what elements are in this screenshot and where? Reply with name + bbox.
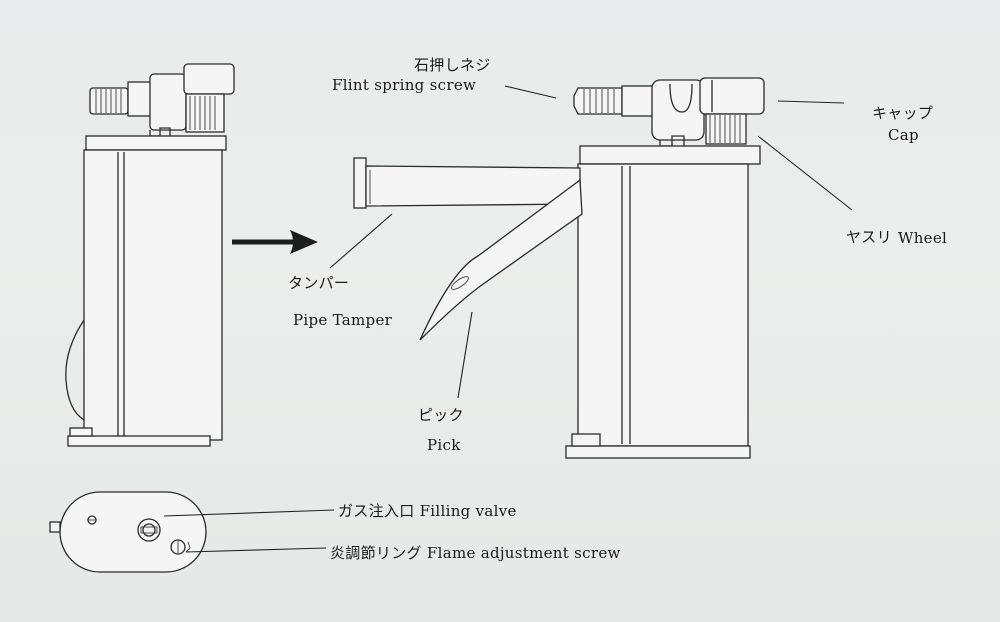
wheel-label-jp: ヤスリ xyxy=(846,228,892,246)
flame-adjust-label-en: Flame adjustment screw xyxy=(426,544,621,562)
lighter-bottom-view xyxy=(49,491,207,573)
lighter-open-drawing xyxy=(353,77,765,459)
flame-adjust-label-jp: 炎調節リング xyxy=(330,544,422,562)
filling-valve-label-jp: ガス注入口 xyxy=(338,502,415,520)
pick-label: Pick xyxy=(427,436,461,454)
wheel-label: Wheel xyxy=(898,229,948,247)
filling-valve-label-en: Filling valve xyxy=(419,502,517,520)
cap-label: Cap xyxy=(888,126,919,144)
pick-label-jp: ピック xyxy=(418,406,464,424)
pipe-tamper-label: Pipe Tamper xyxy=(293,311,393,329)
pipe-tamper-label-jp: タンパー xyxy=(288,274,350,292)
arrow-right-icon xyxy=(232,230,318,254)
flame-adjust-label: 炎調節リング Flame adjustment screw xyxy=(330,542,621,563)
cap-label-jp: キャップ xyxy=(872,104,934,122)
leader-lines xyxy=(163,85,853,553)
flint-spring-screw-label: Flint spring screw xyxy=(332,76,477,94)
flint-spring-screw-label-jp: 石押しネジ xyxy=(414,56,491,74)
filling-valve-label: ガス注入口 Filling valve xyxy=(338,500,517,521)
lighter-closed-drawing xyxy=(65,63,235,447)
